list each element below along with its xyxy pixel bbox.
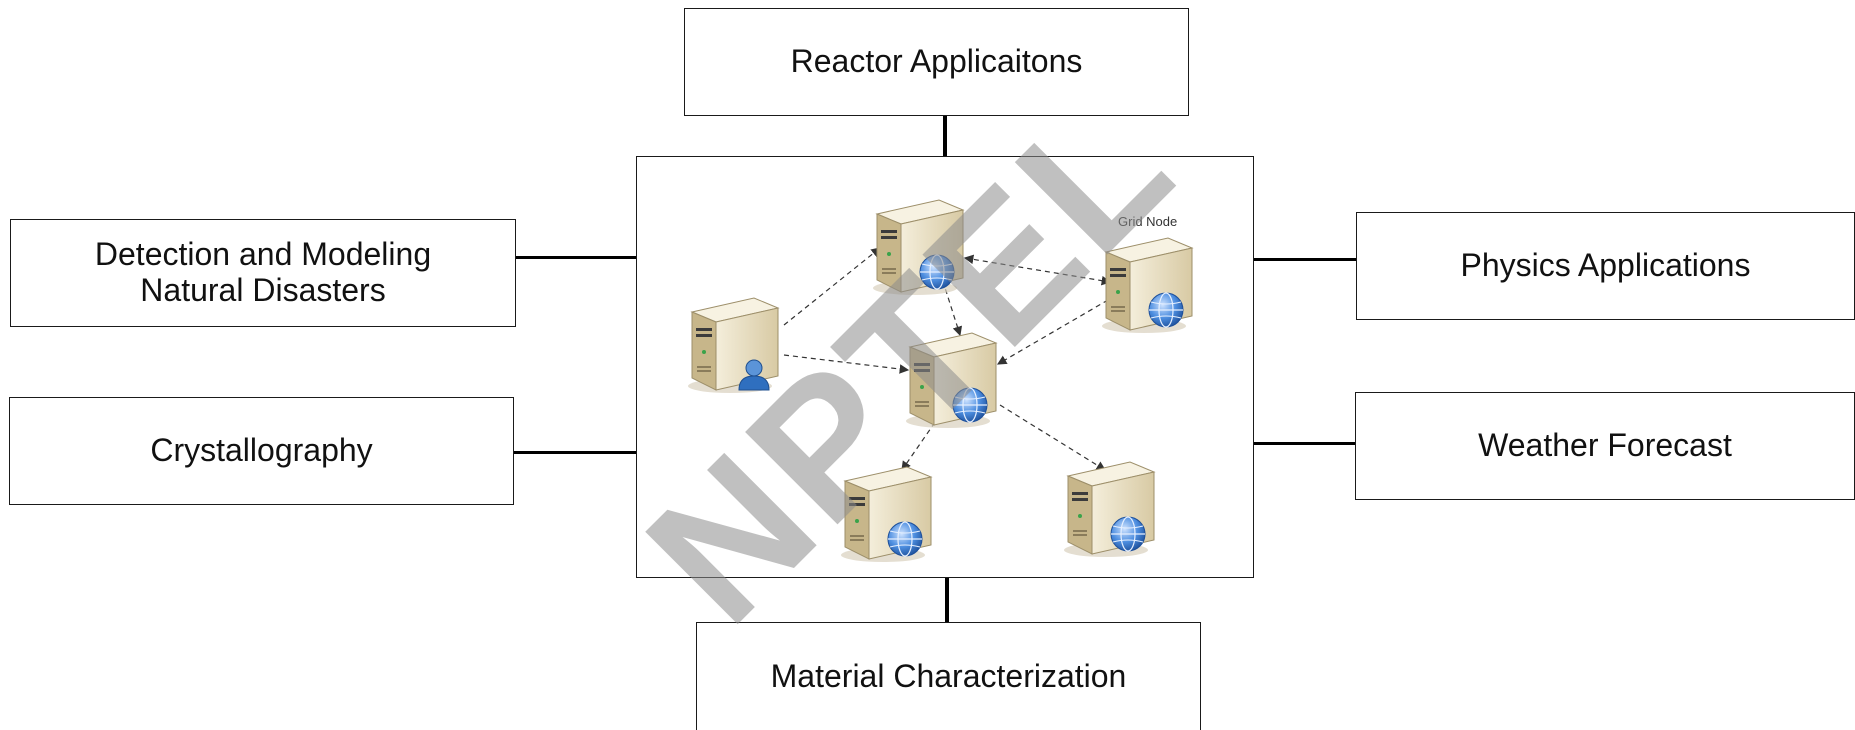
box-label: Crystallography [150, 432, 373, 469]
server-grid-node [1101, 237, 1193, 334]
connector-bottom [945, 578, 949, 622]
connector-left-bottom [514, 451, 636, 454]
server-bottom-left-node [840, 466, 932, 563]
link-user-to-center [783, 354, 910, 374]
box-label: Reactor Applicaitons [790, 43, 1083, 80]
server-top-node [872, 199, 964, 296]
box-reactor-applications: Reactor Applicaitons [684, 8, 1189, 116]
box-physics-applications: Physics Applications [1356, 212, 1855, 320]
link-user-to-top [783, 247, 881, 326]
box-weather-forecast: Weather Forecast [1355, 392, 1855, 500]
link-top-to-gridnode [963, 254, 1112, 286]
box-label: Detection and Modeling Natural Disasters [94, 236, 432, 308]
box-crystallography: Crystallography [9, 397, 514, 505]
box-label: Physics Applications [1460, 247, 1751, 284]
link-center-to-bottom-right [999, 404, 1107, 471]
link-gridnode-to-center [996, 299, 1109, 365]
connector-top [943, 116, 947, 156]
grid-node-label: Grid Node [1118, 214, 1178, 229]
server-bottom-right-node [1063, 461, 1155, 558]
box-label: Weather Forecast [1478, 427, 1732, 464]
connector-right-top [1254, 258, 1356, 261]
connector-left-top [516, 256, 636, 259]
server-user-node [687, 297, 779, 394]
server-center-node [905, 332, 997, 429]
box-natural-disasters: Detection and Modeling Natural Disasters [10, 219, 516, 327]
box-label: Material Characterization [770, 657, 1127, 694]
connector-right-bottom [1254, 442, 1355, 445]
box-material-characterization: Material Characterization [696, 622, 1201, 730]
